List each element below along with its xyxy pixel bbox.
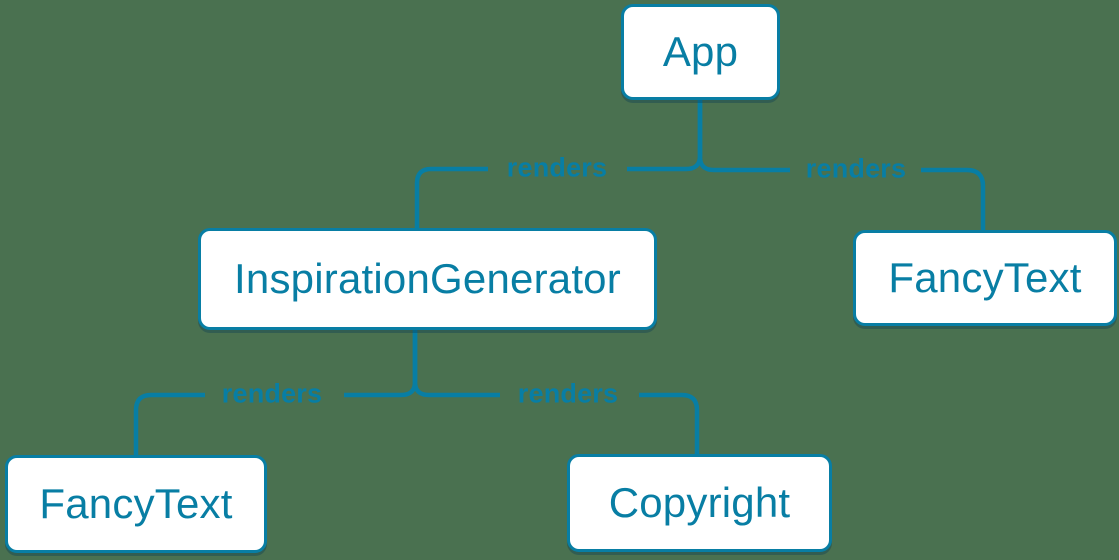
edge-label-renders-app-fancytext: renders xyxy=(805,153,907,184)
edge-label-renders-inspirationgenerator-fancytext: renders xyxy=(221,378,323,409)
node-fancy-text-right: FancyText xyxy=(853,230,1117,326)
edge-app-fancytext xyxy=(697,98,986,231)
edge-inspirationgenerator-copyright xyxy=(412,328,700,456)
node-inspiration-generator: InspirationGenerator xyxy=(198,228,657,330)
edge-label-renders-inspirationgenerator-copyright: renders xyxy=(517,378,619,409)
node-copyright: Copyright xyxy=(567,454,832,552)
edge-label-renders-app-inspirationgenerator: renders xyxy=(506,152,608,183)
node-app: App xyxy=(621,4,780,100)
node-fancy-text-left: FancyText xyxy=(5,455,267,553)
